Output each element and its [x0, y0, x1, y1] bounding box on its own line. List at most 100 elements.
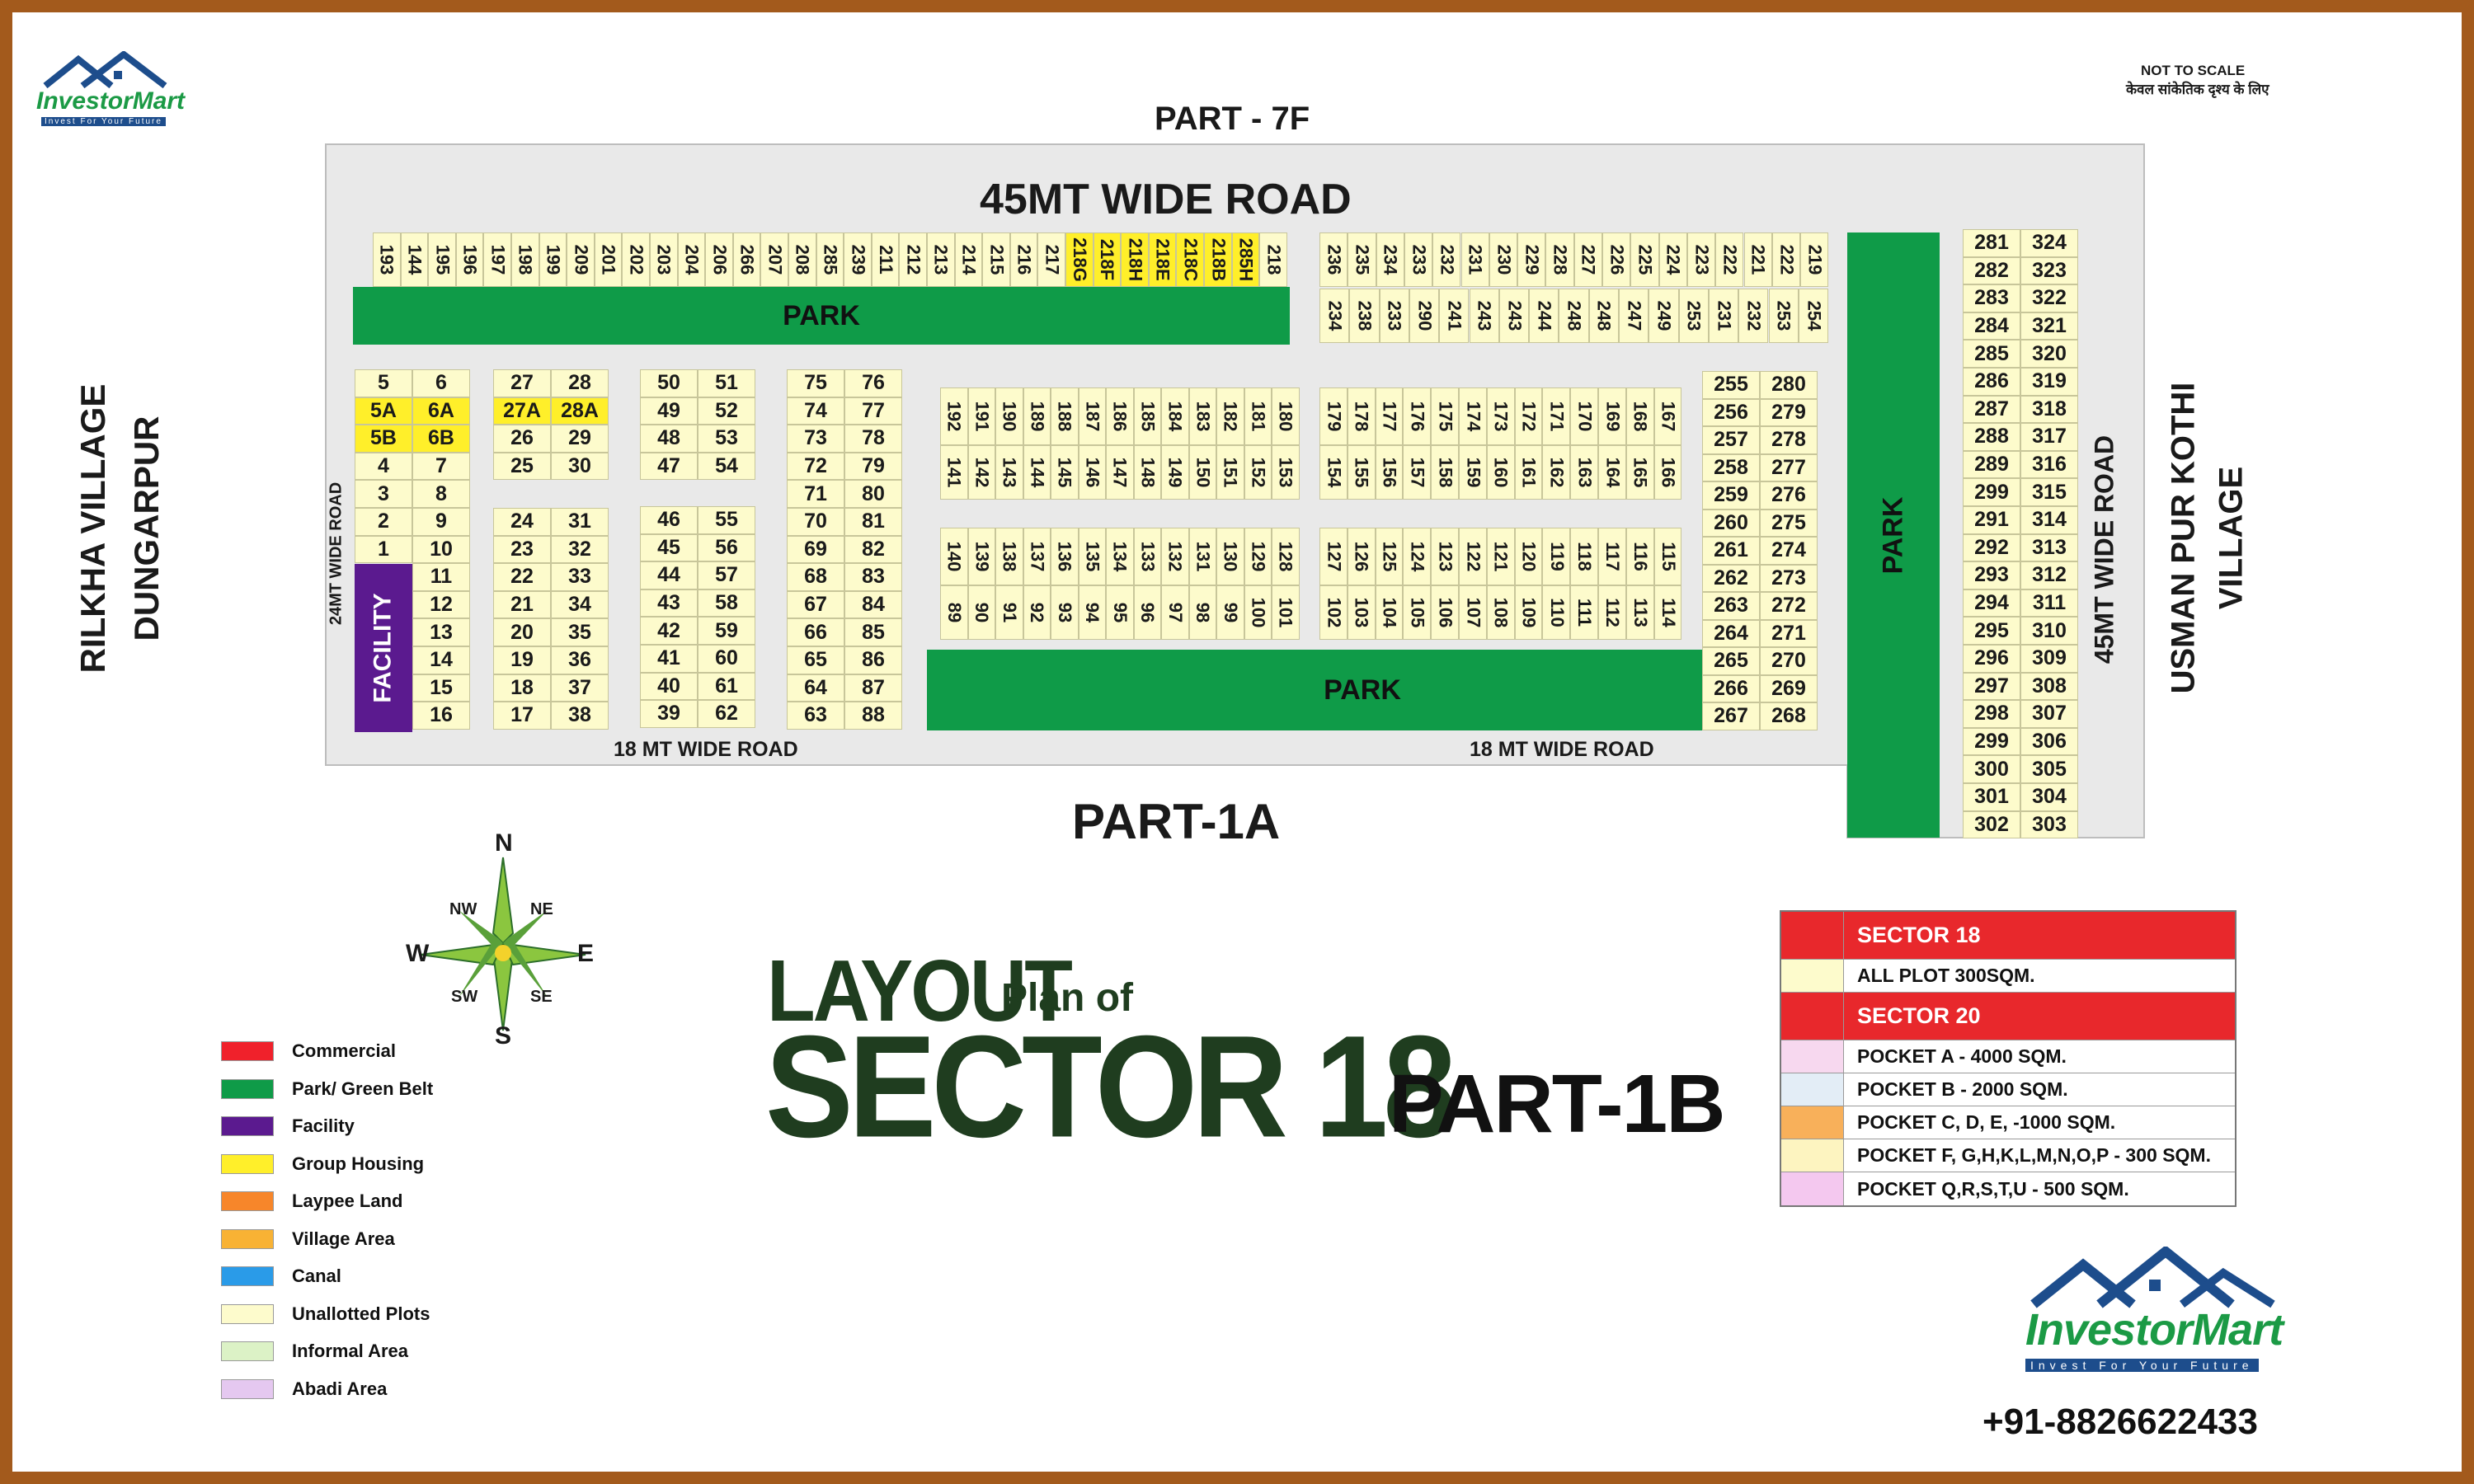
- plot-5B[interactable]: 5B: [355, 425, 412, 453]
- plot-107[interactable]: 107: [1459, 585, 1487, 640]
- plot-267[interactable]: 267: [1702, 702, 1760, 730]
- plot-320[interactable]: 320: [2020, 340, 2078, 368]
- plot-311[interactable]: 311: [2020, 589, 2078, 618]
- plot-45[interactable]: 45: [640, 533, 698, 562]
- plot-2[interactable]: 2: [355, 508, 412, 536]
- plot-89[interactable]: 89: [940, 585, 968, 640]
- plot-182[interactable]: 182: [1216, 387, 1244, 445]
- plot-308[interactable]: 308: [2020, 672, 2078, 701]
- plot-232[interactable]: 232: [1738, 289, 1769, 343]
- plot-128[interactable]: 128: [1272, 528, 1300, 585]
- plot-169[interactable]: 169: [1598, 387, 1626, 445]
- plot-275[interactable]: 275: [1760, 509, 1818, 537]
- plot-259[interactable]: 259: [1702, 481, 1760, 510]
- plot-288[interactable]: 288: [1963, 423, 2020, 451]
- plot-289[interactable]: 289: [1963, 450, 2020, 479]
- plot-144[interactable]: 144: [1023, 445, 1051, 500]
- plot-183[interactable]: 183: [1188, 387, 1216, 445]
- plot-281[interactable]: 281: [1963, 229, 2020, 257]
- plot-257[interactable]: 257: [1702, 426, 1760, 454]
- plot-188[interactable]: 188: [1051, 387, 1079, 445]
- plot-270[interactable]: 270: [1760, 647, 1818, 675]
- plot-175[interactable]: 175: [1431, 387, 1459, 445]
- plot-1[interactable]: 1: [355, 535, 412, 564]
- plot-93[interactable]: 93: [1051, 585, 1079, 640]
- plot-292[interactable]: 292: [1963, 533, 2020, 562]
- plot-54[interactable]: 54: [698, 452, 755, 481]
- plot-95[interactable]: 95: [1106, 585, 1134, 640]
- plot-46[interactable]: 46: [640, 506, 698, 534]
- plot-83[interactable]: 83: [844, 563, 902, 591]
- plot-24[interactable]: 24: [493, 508, 551, 536]
- plot-296[interactable]: 296: [1963, 645, 2020, 673]
- plot-55[interactable]: 55: [698, 506, 755, 534]
- plot-38[interactable]: 38: [551, 702, 609, 730]
- plot-66[interactable]: 66: [787, 618, 844, 646]
- plot-186[interactable]: 186: [1106, 387, 1134, 445]
- plot-27A[interactable]: 27A: [493, 397, 551, 425]
- plot-226[interactable]: 226: [1602, 232, 1631, 287]
- plot-135[interactable]: 135: [1078, 528, 1106, 585]
- plot-77[interactable]: 77: [844, 397, 902, 425]
- plot-154[interactable]: 154: [1319, 445, 1348, 500]
- plot-91[interactable]: 91: [995, 585, 1023, 640]
- plot-5[interactable]: 5: [355, 369, 412, 397]
- plot-317[interactable]: 317: [2020, 423, 2078, 451]
- plot-196[interactable]: 196: [455, 232, 484, 287]
- plot-260[interactable]: 260: [1702, 509, 1760, 537]
- plot-231[interactable]: 231: [1708, 289, 1739, 343]
- plot-33[interactable]: 33: [551, 563, 609, 591]
- plot-82[interactable]: 82: [844, 535, 902, 564]
- plot-199[interactable]: 199: [539, 232, 567, 287]
- plot-132[interactable]: 132: [1161, 528, 1189, 585]
- plot-18[interactable]: 18: [493, 674, 551, 702]
- plot-138[interactable]: 138: [995, 528, 1023, 585]
- plot-165[interactable]: 165: [1625, 445, 1654, 500]
- plot-285[interactable]: 285: [816, 232, 844, 287]
- plot-218F[interactable]: 218F: [1093, 232, 1122, 287]
- plot-119[interactable]: 119: [1542, 528, 1571, 585]
- plot-152[interactable]: 152: [1244, 445, 1272, 500]
- plot-60[interactable]: 60: [698, 645, 755, 673]
- plot-204[interactable]: 204: [677, 232, 706, 287]
- plot-166[interactable]: 166: [1653, 445, 1682, 500]
- plot-42[interactable]: 42: [640, 617, 698, 645]
- plot-164[interactable]: 164: [1598, 445, 1626, 500]
- plot-212[interactable]: 212: [899, 232, 927, 287]
- plot-258[interactable]: 258: [1702, 453, 1760, 481]
- plot-102[interactable]: 102: [1319, 585, 1348, 640]
- plot-72[interactable]: 72: [787, 452, 844, 481]
- plot-103[interactable]: 103: [1347, 585, 1376, 640]
- plot-283[interactable]: 283: [1963, 284, 2020, 312]
- plot-286[interactable]: 286: [1963, 368, 2020, 396]
- plot-256[interactable]: 256: [1702, 398, 1760, 426]
- plot-293[interactable]: 293: [1963, 561, 2020, 589]
- plot-214[interactable]: 214: [954, 232, 983, 287]
- plot-48[interactable]: 48: [640, 425, 698, 453]
- plot-11[interactable]: 11: [412, 563, 470, 591]
- plot-280[interactable]: 280: [1760, 371, 1818, 399]
- plot-86[interactable]: 86: [844, 646, 902, 674]
- plot-263[interactable]: 263: [1702, 592, 1760, 620]
- plot-90[interactable]: 90: [967, 585, 995, 640]
- plot-193[interactable]: 193: [373, 232, 401, 287]
- plot-153[interactable]: 153: [1272, 445, 1300, 500]
- plot-300[interactable]: 300: [1963, 755, 2020, 783]
- plot-190[interactable]: 190: [995, 387, 1023, 445]
- plot-136[interactable]: 136: [1051, 528, 1079, 585]
- plot-20[interactable]: 20: [493, 618, 551, 646]
- plot-158[interactable]: 158: [1431, 445, 1459, 500]
- plot-34[interactable]: 34: [551, 590, 609, 619]
- plot-301[interactable]: 301: [1963, 783, 2020, 811]
- plot-143[interactable]: 143: [995, 445, 1023, 500]
- plot-155[interactable]: 155: [1347, 445, 1376, 500]
- plot-108[interactable]: 108: [1486, 585, 1515, 640]
- plot-291[interactable]: 291: [1963, 506, 2020, 534]
- plot-224[interactable]: 224: [1658, 232, 1687, 287]
- plot-44[interactable]: 44: [640, 561, 698, 589]
- plot-223[interactable]: 223: [1686, 232, 1716, 287]
- plot-255[interactable]: 255: [1702, 371, 1760, 399]
- plot-299[interactable]: 299: [1963, 478, 2020, 506]
- plot-92[interactable]: 92: [1023, 585, 1051, 640]
- plot-170[interactable]: 170: [1570, 387, 1598, 445]
